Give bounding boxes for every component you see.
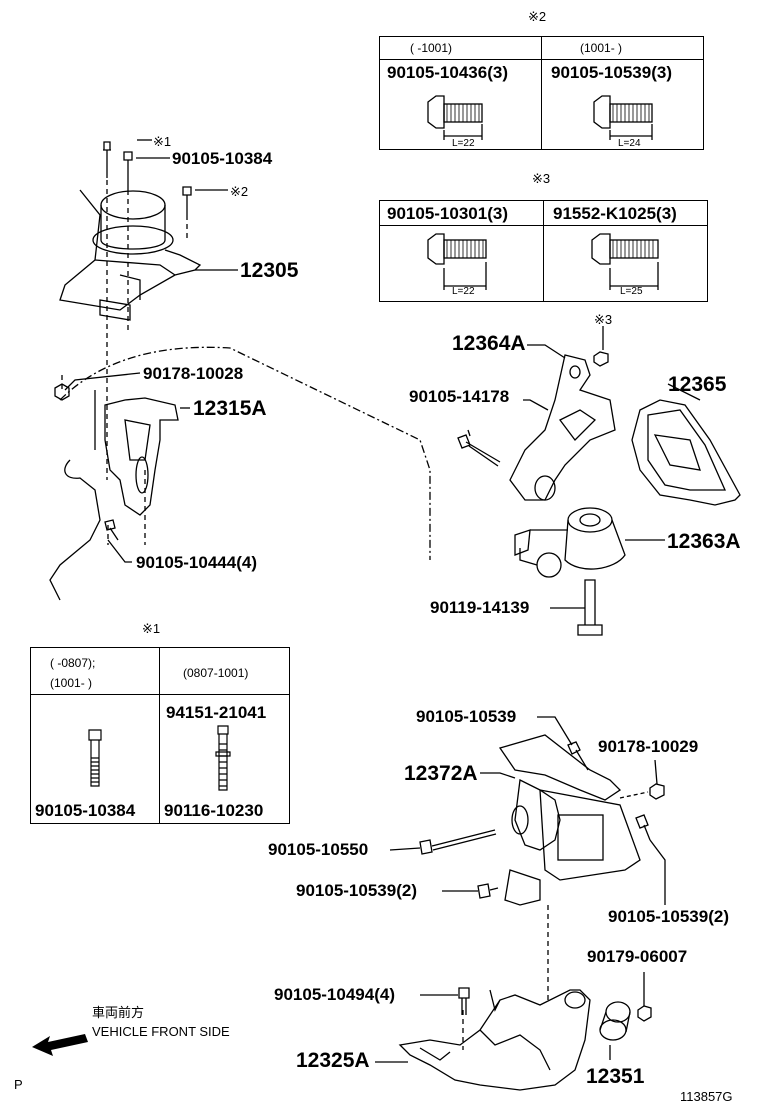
engine-mount-12305 — [59, 189, 202, 321]
label-90105-10539-2-right: 90105-10539(2) — [608, 907, 729, 926]
table1 — [30, 647, 290, 824]
label-90105-10550: 90105-10550 — [268, 840, 369, 859]
bracket-12364A — [509, 354, 616, 501]
table3-col2-length: L=25 — [620, 286, 643, 297]
mark2-note: ※2 — [230, 184, 249, 199]
bolt-90105-14178 — [457, 434, 501, 467]
bolt-90119-14139 — [577, 579, 603, 636]
table1-col1-bottom-part: 90105-10384 — [35, 801, 136, 820]
label-12365: 12365 — [668, 373, 727, 396]
table2 — [379, 36, 704, 150]
table2-col2-part: 90105-10539(3) — [551, 63, 672, 82]
bolt-mark1 — [103, 141, 111, 178]
table1-mark: ※1 — [142, 621, 161, 636]
cover-12365 — [631, 399, 741, 506]
engine-outline — [59, 346, 431, 560]
label-12351: 12351 — [586, 1065, 645, 1088]
label-90105-10384: 90105-10384 — [172, 149, 273, 168]
bolt-90105-10539-2-right — [635, 814, 651, 841]
table2-col1-range: ( -1001) — [410, 41, 453, 55]
bolt-90105-10539-top — [567, 741, 589, 771]
table2-col2-length: L=24 — [618, 138, 641, 149]
table2-col1-part: 90105-10436(3) — [387, 63, 508, 82]
bracket-12325A — [398, 989, 591, 1091]
diagram-code: 113857G — [680, 1089, 733, 1104]
bolt-90105-10444 — [104, 519, 119, 541]
mark3-note: ※3 — [594, 312, 613, 327]
table1-col1-range-b: (1001- ) — [50, 676, 93, 690]
label-12364A: 12364A — [452, 332, 526, 355]
table3-col2-part: 91552-K1025(3) — [553, 204, 677, 223]
label-12305: 12305 — [240, 259, 299, 282]
table2-col2-range: (1001- ) — [580, 41, 623, 55]
table3-mark: ※3 — [532, 171, 551, 186]
label-90105-14178: 90105-14178 — [409, 387, 510, 406]
label-90105-10539-top: 90105-10539 — [416, 707, 517, 726]
label-90178-10028: 90178-10028 — [143, 364, 244, 383]
table3 — [379, 200, 708, 302]
table1-col2-top-part: 94151-21041 — [166, 703, 267, 722]
nut-90178-10029 — [649, 783, 665, 800]
label-90105-10444: 90105-10444(4) — [136, 553, 257, 572]
footer-left: P — [14, 1077, 23, 1092]
label-90178-10029: 90178-10029 — [598, 737, 699, 756]
nut-mark3 — [593, 351, 609, 367]
bolt-90105-10539-2-left — [477, 883, 499, 899]
stud-90116-10230-icon — [215, 725, 231, 791]
label-12363A: 12363A — [667, 530, 741, 553]
table3-col1-length: L=22 — [452, 286, 475, 297]
table2-mark: ※2 — [528, 9, 547, 24]
table1-col1-range-a: ( -0807); — [50, 656, 96, 670]
table3-col1-part: 90105-10301(3) — [387, 204, 508, 223]
bracket-12315A — [104, 397, 179, 516]
label-12315A: 12315A — [193, 397, 267, 420]
table2-col1-length: L=22 — [452, 138, 475, 149]
bolt-mark2 — [182, 186, 192, 215]
direction-en: VEHICLE FRONT SIDE — [92, 1024, 230, 1039]
bolt-90105-10384 — [123, 151, 133, 190]
table1-col2-range: (0807-1001) — [183, 666, 249, 680]
label-90105-10494: 90105-10494(4) — [274, 985, 395, 1004]
label-90119-14139: 90119-14139 — [430, 598, 530, 617]
bolt-90105-10550 — [419, 829, 497, 855]
table1-col2-bottom-part: 90116-10230 — [164, 801, 264, 820]
label-12325A: 12325A — [296, 1049, 370, 1072]
nut-90179-06007 — [637, 1005, 652, 1022]
mark1-note: ※1 — [153, 134, 172, 149]
bushing-12351 — [599, 1001, 631, 1041]
bolt-90105-10384-icon — [88, 729, 102, 787]
nut-90178-10028 — [54, 383, 70, 401]
bolt-90105-10494 — [458, 987, 470, 1015]
label-12372A: 12372A — [404, 762, 478, 785]
label-90105-10539-2-left: 90105-10539(2) — [296, 881, 417, 900]
vehicle-front-arrow-icon — [32, 1034, 88, 1056]
label-90179-06007: 90179-06007 — [587, 947, 688, 966]
direction-jp: 車両前方 — [92, 1005, 145, 1020]
bracket-12372A — [498, 734, 641, 906]
mount-12363A — [514, 507, 626, 578]
